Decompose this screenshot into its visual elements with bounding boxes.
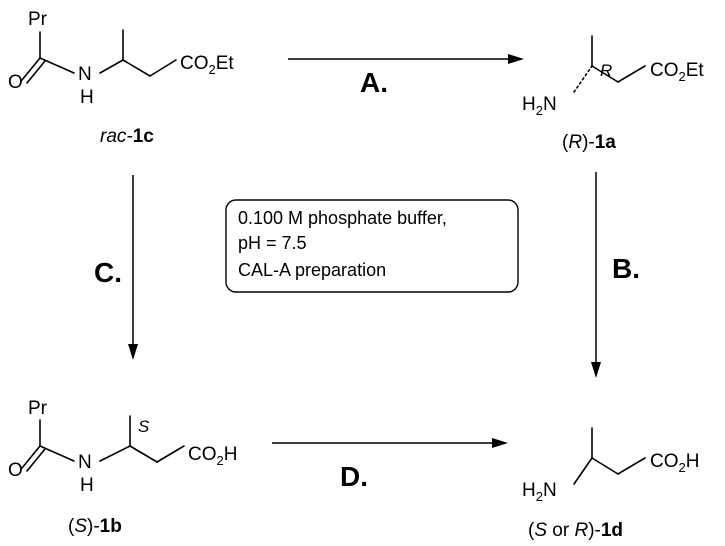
ester-group: CO2Et <box>650 60 704 84</box>
condition-line-buffer: 0.100 M phosphate buffer, <box>238 208 447 228</box>
amine-group: H2N <box>522 94 557 118</box>
amide-nitrogen: N <box>78 452 92 473</box>
step-label-b: B. <box>612 253 640 284</box>
compound-label-r-1a: (R)-1a <box>562 132 616 153</box>
compound-label-s-1b: (S)-1b <box>68 516 122 537</box>
amine-group: H2N <box>522 480 557 504</box>
ester-group: CO2Et <box>180 53 234 77</box>
amide-hydrogen: H <box>80 87 94 108</box>
compound-s-1b: Pr O N H S CO2H (S)-1b <box>8 398 237 537</box>
step-label-a: A. <box>360 67 388 98</box>
arrow-b <box>591 172 601 378</box>
conditions-box: 0.100 M phosphate buffer, pH = 7.5 CAL-A… <box>225 199 519 293</box>
s-or-r-1d-bonds <box>573 427 646 485</box>
arrow-c <box>128 175 138 360</box>
step-label-d: D. <box>340 461 368 492</box>
acid-group: CO2H <box>650 451 699 475</box>
compound-rac-1c: Pr O N H CO2Et rac-1c <box>8 9 234 147</box>
propyl-group: Pr <box>28 9 48 30</box>
arrow-d <box>272 438 508 448</box>
amide-hydrogen: H <box>80 475 94 496</box>
rac-1c-bonds <box>21 29 177 84</box>
carbonyl-oxygen: O <box>8 460 23 481</box>
compound-label-rac-1c: rac-1c <box>100 126 154 147</box>
propyl-group: Pr <box>28 398 48 419</box>
compound-r-1a: H2N R CO2Et (R)-1a <box>522 35 704 153</box>
s-1b-bonds <box>21 415 185 472</box>
condition-line-ph: pH = 7.5 <box>238 233 307 253</box>
compound-s-or-r-1d: H2N CO2H (S or R)-1d <box>522 427 699 541</box>
stereo-descriptor-r: R <box>600 61 612 80</box>
amide-nitrogen: N <box>78 64 92 85</box>
r-1a-bonds <box>573 35 646 93</box>
condition-line-enzyme: CAL-A preparation <box>238 260 386 280</box>
compound-label-s-or-r-1d: (S or R)-1d <box>528 520 623 541</box>
step-label-c: C. <box>94 257 122 288</box>
stereo-descriptor-s: S <box>138 417 150 436</box>
arrow-a <box>288 54 524 64</box>
acid-group: CO2H <box>188 444 237 468</box>
carbonyl-oxygen: O <box>8 72 23 93</box>
